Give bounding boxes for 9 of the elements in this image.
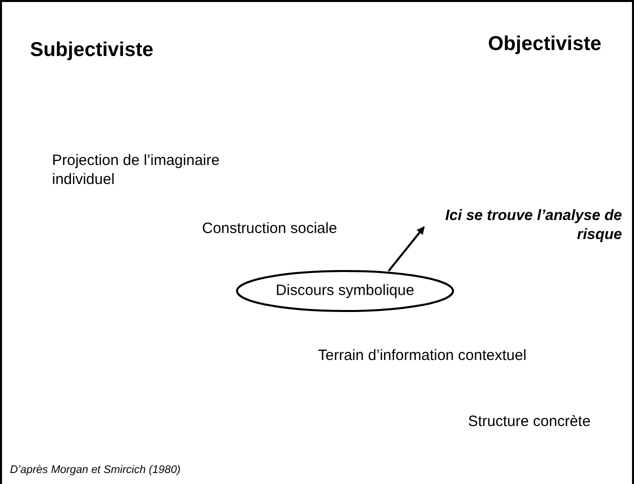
heading: Subjectiviste <box>30 38 154 63</box>
source-note: D’après Morgan et Smircich (1980) <box>10 464 181 478</box>
text-label: Terrain d’information contextuel <box>318 347 526 366</box>
text-label: Structure concrète <box>468 413 591 432</box>
text-label: Construction sociale <box>202 220 338 239</box>
heading: Objectiviste <box>488 32 602 57</box>
arrow <box>388 226 425 272</box>
callout-text: Ici se trouve l’analyse de risque <box>406 205 622 247</box>
text-label: Projection de l’imaginaire individuel <box>52 152 221 190</box>
